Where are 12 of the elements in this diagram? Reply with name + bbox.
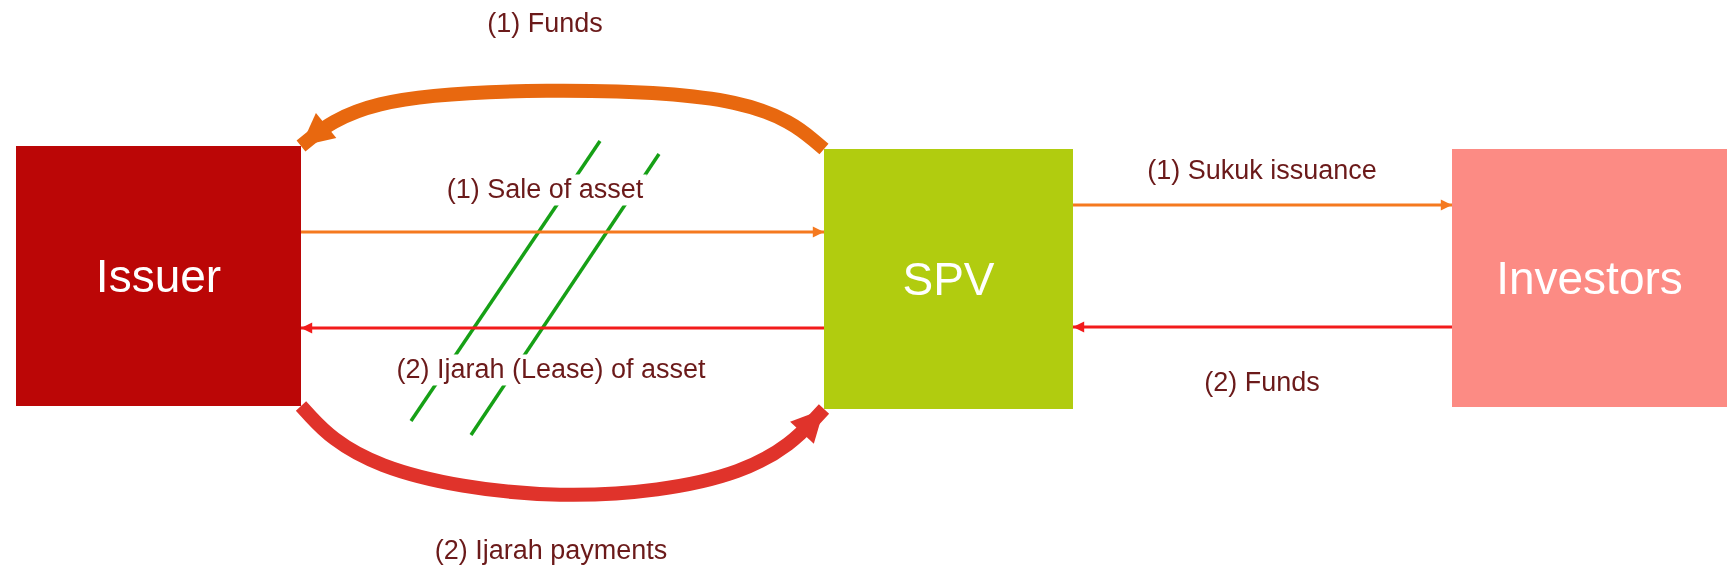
node-label: Investors	[1496, 251, 1683, 305]
arrow	[1073, 321, 1452, 333]
investors-box	[1452, 149, 1727, 407]
arrow	[301, 322, 824, 334]
node-label: Issuer	[95, 249, 222, 303]
curved-arrow	[296, 83, 829, 155]
node-label: SPV	[902, 252, 995, 306]
spv-box	[824, 149, 1073, 409]
arrow	[1073, 199, 1452, 211]
curved-arrow	[295, 401, 830, 502]
arrow	[301, 226, 824, 238]
issuer-box	[16, 146, 301, 406]
